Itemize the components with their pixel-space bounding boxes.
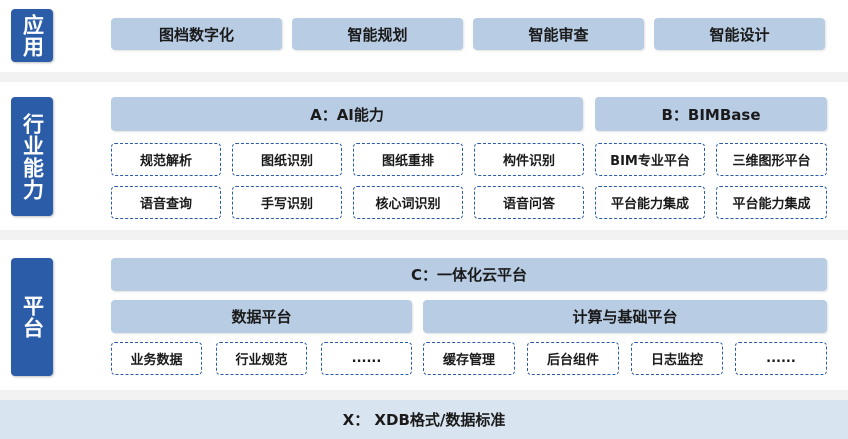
ai-capability-header: A：AI能力 (111, 97, 583, 131)
bimbase-header: B：BIMBase (595, 97, 827, 131)
industry-capability-layer-label: 行业能力 (11, 97, 53, 216)
ai-keyword-recognition: 核心词识别 (353, 186, 463, 219)
ai-drawing-recognition: 图纸识别 (232, 143, 342, 176)
bim-professional-platform: BIM专业平台 (595, 143, 705, 176)
ai-component-recognition: 构件识别 (474, 143, 584, 176)
app-smart-review: 智能审查 (473, 18, 644, 50)
application-layer-label: 应用 (11, 9, 53, 62)
app-smart-planning: 智能规划 (292, 18, 463, 50)
app-smart-design: 智能设计 (654, 18, 825, 50)
ai-voice-qa: 语音问答 (474, 186, 584, 219)
xdb-standard-bar: X： XDB格式/数据标准 (0, 400, 848, 439)
bim-platform-integration-2: 平台能力集成 (716, 186, 827, 219)
compute-more: ...... (735, 342, 827, 375)
compute-cache-management: 缓存管理 (423, 342, 515, 375)
compute-platform-header: 计算与基础平台 (423, 300, 827, 333)
app-archive-digitization: 图档数字化 (111, 18, 282, 50)
data-business-data: 业务数据 (111, 342, 202, 375)
data-industry-standards: 行业规范 (216, 342, 307, 375)
platform-layer-label: 平台 (11, 258, 53, 376)
ai-spec-parsing: 规范解析 (111, 143, 221, 176)
ai-drawing-rearrange: 图纸重排 (353, 143, 463, 176)
bim-3d-graphics-platform: 三维图形平台 (716, 143, 827, 176)
ai-handwriting-recognition: 手写识别 (232, 186, 342, 219)
compute-backend-components: 后台组件 (527, 342, 619, 375)
cloud-platform-header: C：一体化云平台 (111, 258, 827, 291)
ai-voice-query: 语音查询 (111, 186, 221, 219)
data-more: ...... (321, 342, 412, 375)
compute-log-monitoring: 日志监控 (631, 342, 723, 375)
bim-platform-integration-1: 平台能力集成 (595, 186, 705, 219)
data-platform-header: 数据平台 (111, 300, 412, 333)
